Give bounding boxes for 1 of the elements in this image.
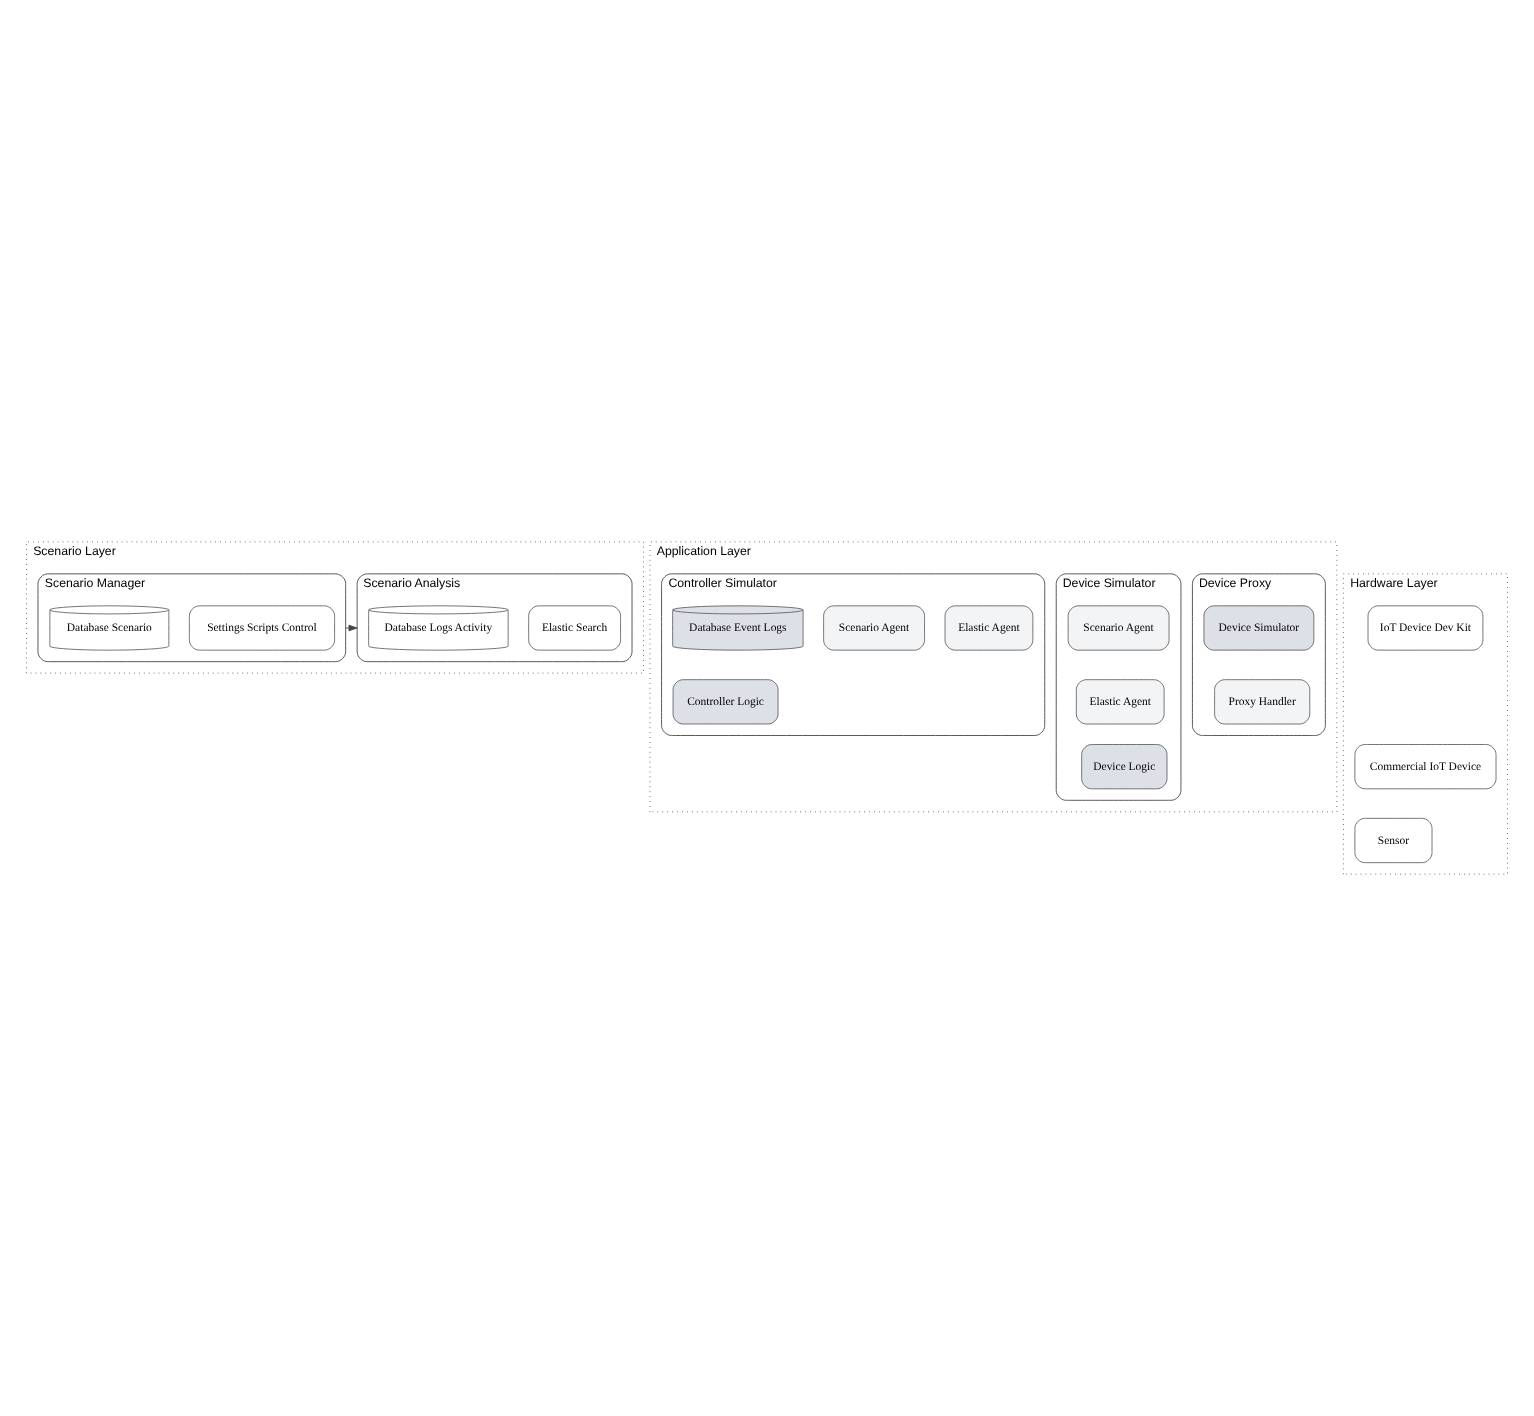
- arrow: [345, 624, 358, 632]
